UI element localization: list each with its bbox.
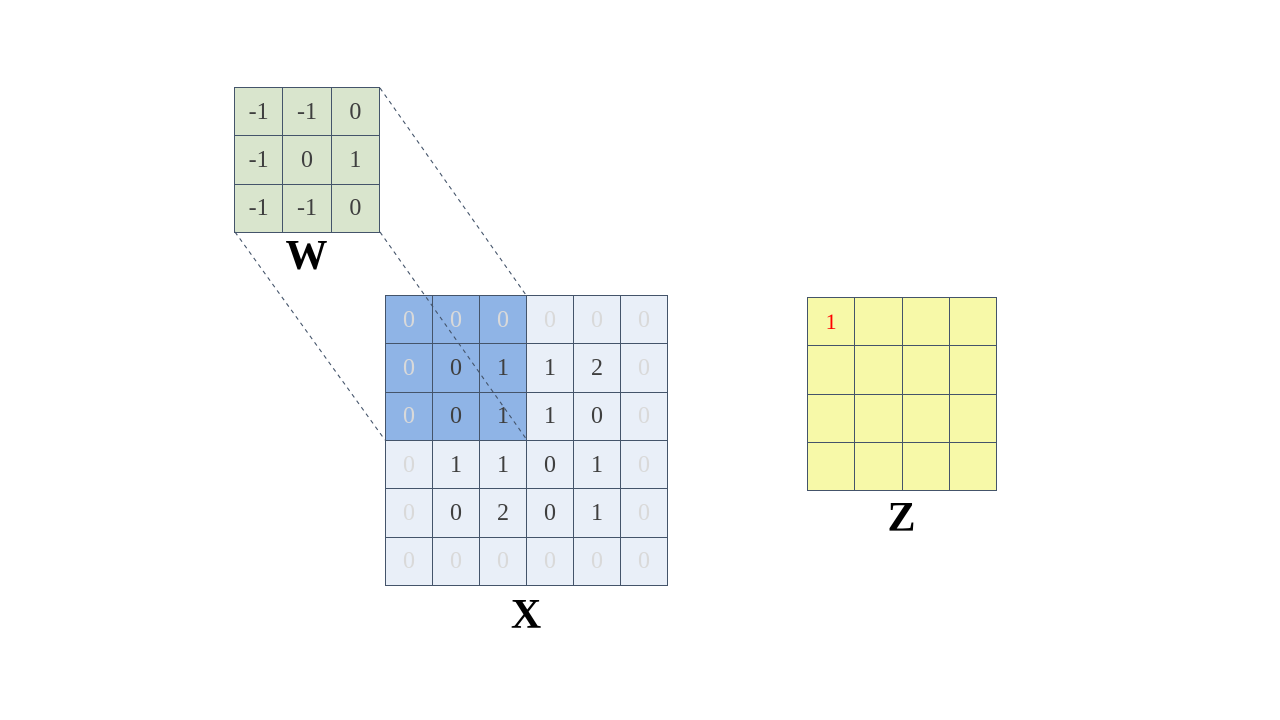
matrix-cell bbox=[902, 298, 950, 347]
matrix-cell bbox=[949, 442, 997, 491]
matrix-cell: -1 bbox=[235, 88, 284, 137]
matrix-cell: 2 bbox=[480, 489, 527, 538]
matrix-cell: 1 bbox=[574, 489, 621, 538]
matrix-cell bbox=[949, 298, 997, 347]
matrix-cell: 0 bbox=[386, 344, 433, 393]
matrix-cell: 1 bbox=[527, 392, 574, 441]
matrix-cell bbox=[855, 298, 903, 347]
matrix-cell bbox=[808, 394, 856, 443]
matrix-cell bbox=[855, 442, 903, 491]
output-label: Z bbox=[887, 495, 916, 541]
matrix-cell: -1 bbox=[283, 184, 332, 233]
connector-line-top-right bbox=[379, 87, 527, 296]
matrix-cell: 0 bbox=[331, 88, 380, 137]
matrix-cell: -1 bbox=[235, 184, 284, 233]
matrix-cell bbox=[902, 346, 950, 395]
matrix-cell: 2 bbox=[574, 344, 621, 393]
matrix-cell: 0 bbox=[386, 537, 433, 586]
matrix-cell: 0 bbox=[386, 489, 433, 538]
matrix-cell: 1 bbox=[480, 440, 527, 490]
matrix-cell: 0 bbox=[331, 184, 380, 233]
matrix-cell: 1 bbox=[480, 392, 527, 441]
output-matrix-z: 1 bbox=[807, 297, 997, 491]
matrix-cell: 1 bbox=[433, 440, 480, 490]
matrix-cell: 0 bbox=[621, 392, 668, 441]
kernel-label: W bbox=[285, 233, 328, 279]
matrix-cell: 0 bbox=[621, 537, 668, 586]
matrix-cell: 0 bbox=[386, 392, 433, 441]
matrix-cell: 0 bbox=[480, 296, 527, 345]
input-label: X bbox=[510, 592, 542, 638]
matrix-cell bbox=[855, 346, 903, 395]
matrix-cell: 0 bbox=[433, 392, 480, 441]
matrix-cell: 0 bbox=[433, 344, 480, 393]
matrix-cell: 0 bbox=[527, 440, 574, 490]
matrix-cell: 0 bbox=[621, 489, 668, 538]
matrix-cell: 1 bbox=[527, 344, 574, 393]
matrix-cell bbox=[808, 442, 856, 491]
matrix-cell: 0 bbox=[527, 296, 574, 345]
matrix-cell: 0 bbox=[621, 296, 668, 345]
matrix-cell bbox=[902, 442, 950, 491]
matrix-cell bbox=[808, 346, 856, 395]
matrix-cell bbox=[949, 346, 997, 395]
matrix-cell: 0 bbox=[621, 440, 668, 490]
matrix-cell: 1 bbox=[331, 136, 380, 185]
matrix-cell bbox=[902, 394, 950, 443]
matrix-cell: 0 bbox=[386, 440, 433, 490]
matrix-cell: 1 bbox=[480, 344, 527, 393]
matrix-cell: 0 bbox=[527, 489, 574, 538]
matrix-cell bbox=[855, 394, 903, 443]
matrix-cell: 0 bbox=[527, 537, 574, 586]
matrix-cell: 0 bbox=[621, 344, 668, 393]
matrix-cell: 0 bbox=[386, 296, 433, 345]
matrix-cell: 0 bbox=[433, 296, 480, 345]
matrix-cell bbox=[949, 394, 997, 443]
matrix-cell: 0 bbox=[480, 537, 527, 586]
matrix-cell: 0 bbox=[283, 136, 332, 185]
matrix-cell: 0 bbox=[574, 537, 621, 586]
matrix-cell: 0 bbox=[574, 296, 621, 345]
matrix-cell: 0 bbox=[433, 489, 480, 538]
matrix-cell: 0 bbox=[433, 537, 480, 586]
matrix-cell: 0 bbox=[574, 392, 621, 441]
matrix-cell: 1 bbox=[574, 440, 621, 490]
matrix-cell: -1 bbox=[235, 136, 284, 185]
matrix-cell: 1 bbox=[808, 298, 856, 347]
matrix-cell: -1 bbox=[283, 88, 332, 137]
